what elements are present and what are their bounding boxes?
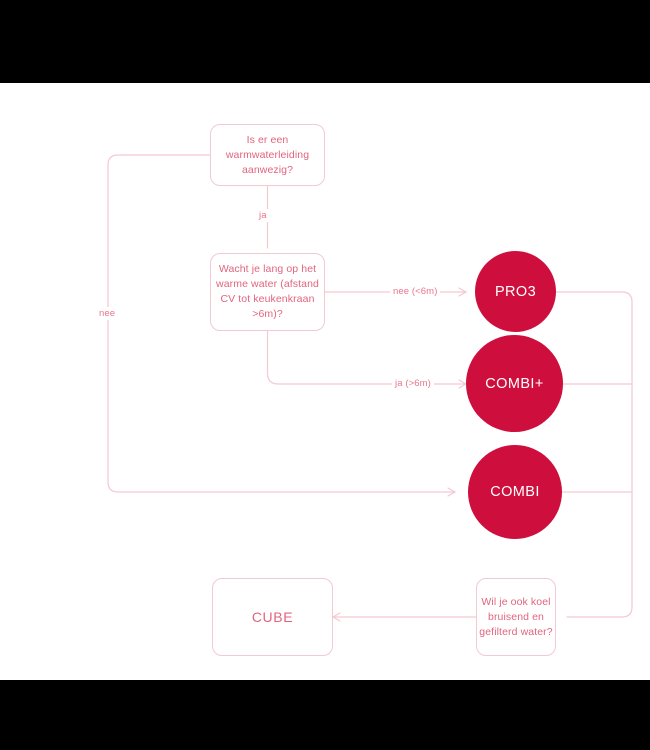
node-result-cube-label: CUBE <box>251 608 294 625</box>
flowchart-stage: Is er een warmwaterleiding aanwezig? Wac… <box>0 83 650 680</box>
edge-label-ja: ja <box>256 209 270 222</box>
edge-label-ja-gt-6m: ja (>6m) <box>392 377 434 390</box>
node-question-bruisend-water-label: Wil je ook koel bruisend en gefilterd wa… <box>479 595 553 638</box>
node-result-pro3-label: PRO3 <box>494 283 537 300</box>
wire-ja6m-wacht-to-combiplus <box>266 330 467 385</box>
connector-lines <box>107 154 633 622</box>
node-question-warmwaterleiding[interactable]: Is er een warmwaterleiding aanwezig? <box>210 124 325 186</box>
arrowhead-nee6m-to-pro3 <box>458 287 468 297</box>
node-result-combi-plus[interactable]: COMBI+ <box>466 335 563 432</box>
node-question-wachttijd[interactable]: Wacht je lang op het warme water (afstan… <box>210 253 325 331</box>
node-result-pro3[interactable]: PRO3 <box>475 251 556 332</box>
node-question-wachttijd-label: Wacht je lang op het warme water (afstan… <box>216 263 319 320</box>
node-question-bruisend-water[interactable]: Wil je ook koel bruisend en gefilterd wa… <box>476 578 556 656</box>
node-question-warmwaterleiding-label: Is er een warmwaterleiding aanwezig? <box>225 133 310 176</box>
wire-right-rail <box>550 291 633 618</box>
wire-nee-warmwater-to-combi <box>107 154 456 493</box>
arrowhead-bruisend-to-cube <box>331 612 341 622</box>
node-result-combi[interactable]: COMBI <box>468 445 562 539</box>
edge-label-nee-lt-6m: nee (<6m) <box>390 285 441 298</box>
arrowhead-nee-to-combi <box>447 487 457 497</box>
node-result-cube[interactable]: CUBE <box>212 578 333 656</box>
node-result-combi-plus-label: COMBI+ <box>485 375 544 392</box>
edge-label-nee: nee <box>96 307 119 320</box>
node-result-combi-label: COMBI <box>490 484 540 500</box>
